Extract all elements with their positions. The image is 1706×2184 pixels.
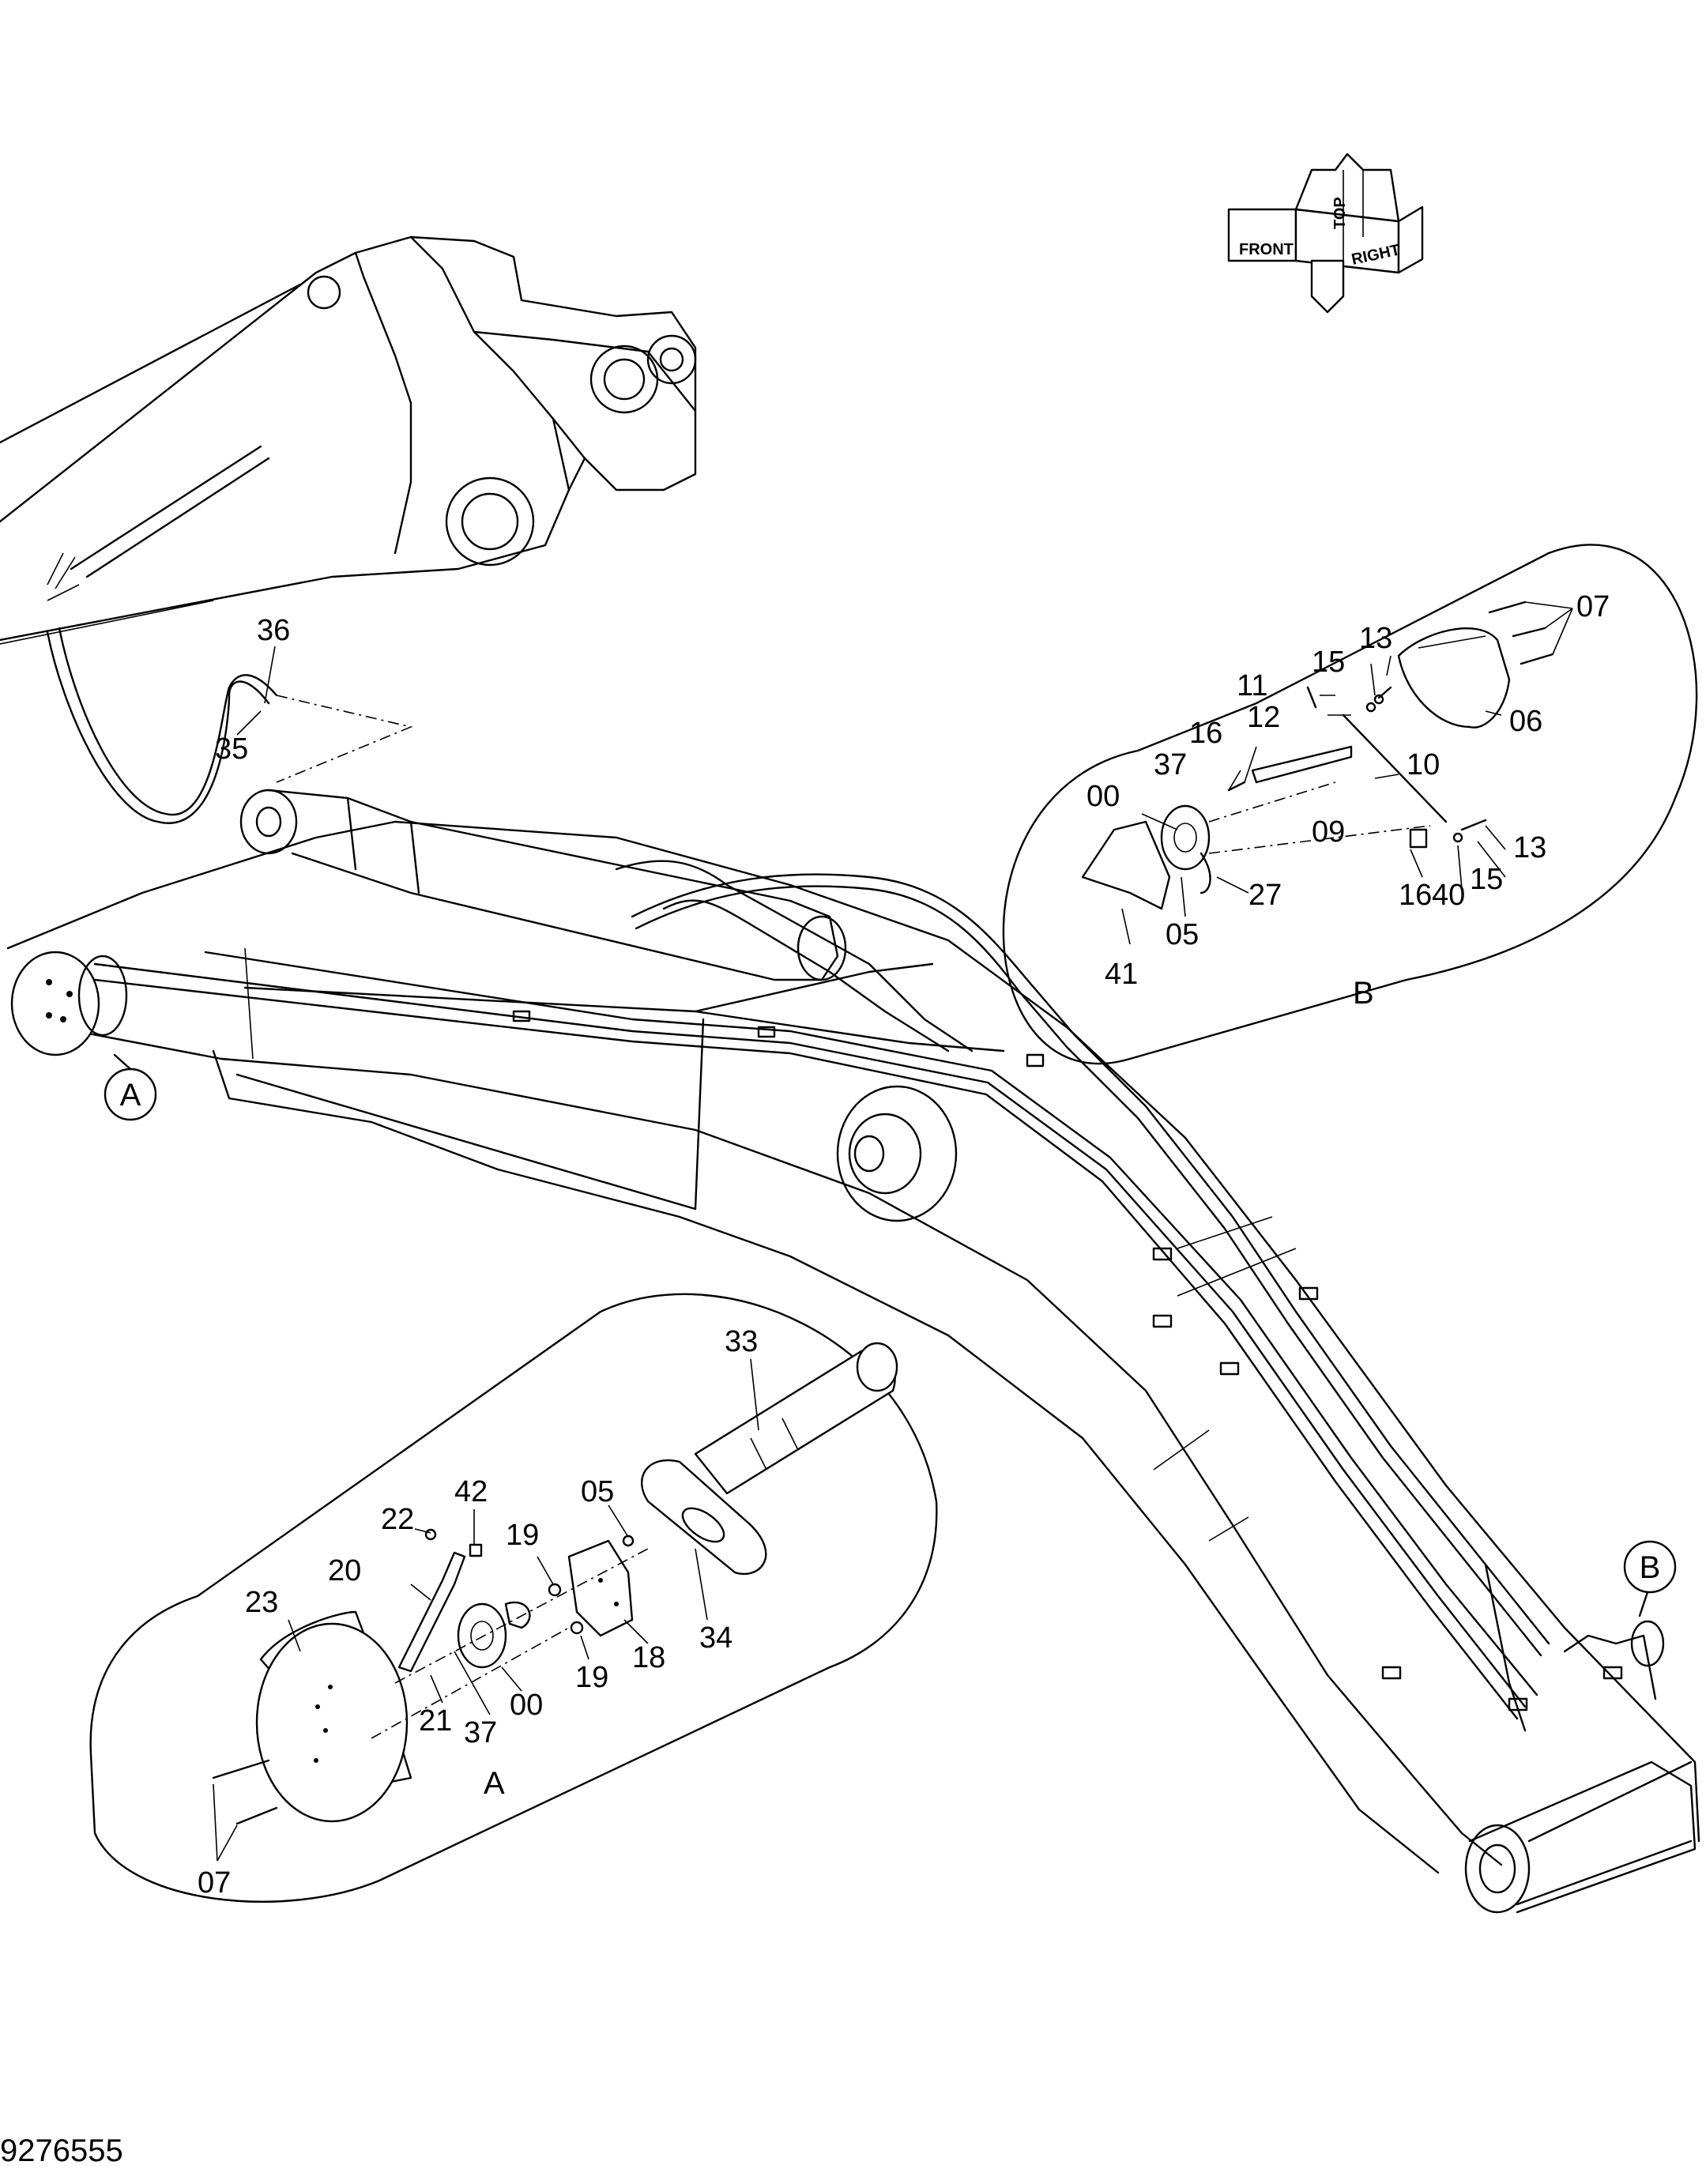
part-label: 21 (419, 1704, 452, 1738)
detail-a-title: A (484, 1766, 505, 1801)
detail-b-parts-drawing (1081, 601, 1554, 910)
detail-a-parts-drawing (212, 1342, 898, 1825)
drawing-number: 9276555 (0, 2133, 123, 2168)
part-label: 27 (1248, 879, 1282, 912)
part-label: 15 (1312, 646, 1345, 679)
part-label: 35 (215, 732, 248, 766)
main-part-labels: 36 35 (215, 614, 290, 766)
part-label: 19 (506, 1519, 539, 1552)
part-label: 18 (632, 1641, 665, 1674)
boom-structure (6, 820, 1700, 1914)
part-label: 00 (1086, 780, 1120, 813)
part-label: 13 (1359, 622, 1392, 655)
leader-lines (213, 601, 1573, 1862)
arm-structure (0, 235, 697, 645)
callout-b-label: B (1640, 1550, 1661, 1585)
part-label: 37 (464, 1716, 497, 1749)
boom-pipes (93, 860, 1665, 1732)
part-label: 05 (1166, 918, 1199, 951)
part-label: 10 (1407, 748, 1440, 781)
part-label: 33 (725, 1325, 758, 1358)
part-label: 40 (1432, 879, 1465, 912)
part-label: 34 (699, 1621, 732, 1655)
detail-a-labels: 33 42 22 05 19 20 23 34 18 19 21 37 00 0… (198, 1325, 758, 1900)
part-label: 16 (1399, 879, 1432, 912)
part-label: 07 (1576, 590, 1610, 623)
part-label: 16 (1189, 717, 1222, 750)
orientation-label-top: TOP (1331, 197, 1349, 229)
callout-a: A (104, 1053, 157, 1121)
detail-b-title: B (1353, 976, 1374, 1011)
part-label: 23 (245, 1586, 278, 1619)
detail-b-outline (1002, 544, 1698, 1065)
callout-a-label: A (120, 1078, 141, 1113)
part-label: 06 (1509, 705, 1542, 738)
orientation-label-front: FRONT (1239, 241, 1294, 258)
part-label: 00 (510, 1689, 543, 1722)
part-label: 09 (1312, 815, 1345, 849)
orientation-marker-icon: TOP FRONT RIGHT (1227, 153, 1424, 314)
callout-b: B (1623, 1540, 1677, 1617)
detail-a-outline (89, 1293, 938, 1903)
part-label: 07 (198, 1866, 231, 1900)
boom-cylinder (239, 789, 847, 981)
part-label: 19 (575, 1661, 608, 1694)
part-label: 42 (454, 1475, 488, 1508)
part-label: 13 (1513, 831, 1546, 864)
arm-hoses (46, 627, 413, 824)
detail-b-labels: 07 13 15 11 12 06 16 37 10 00 09 13 15 1… (1086, 590, 1610, 1011)
part-label: 15 (1470, 863, 1503, 896)
part-label: 37 (1154, 748, 1187, 781)
part-label: 22 (381, 1503, 414, 1536)
part-label: 11 (1237, 669, 1267, 702)
part-label: 12 (1247, 701, 1280, 734)
part-label: 41 (1105, 958, 1138, 991)
part-label: 36 (257, 614, 290, 647)
part-label: 05 (581, 1475, 614, 1508)
part-label: 20 (328, 1554, 361, 1587)
